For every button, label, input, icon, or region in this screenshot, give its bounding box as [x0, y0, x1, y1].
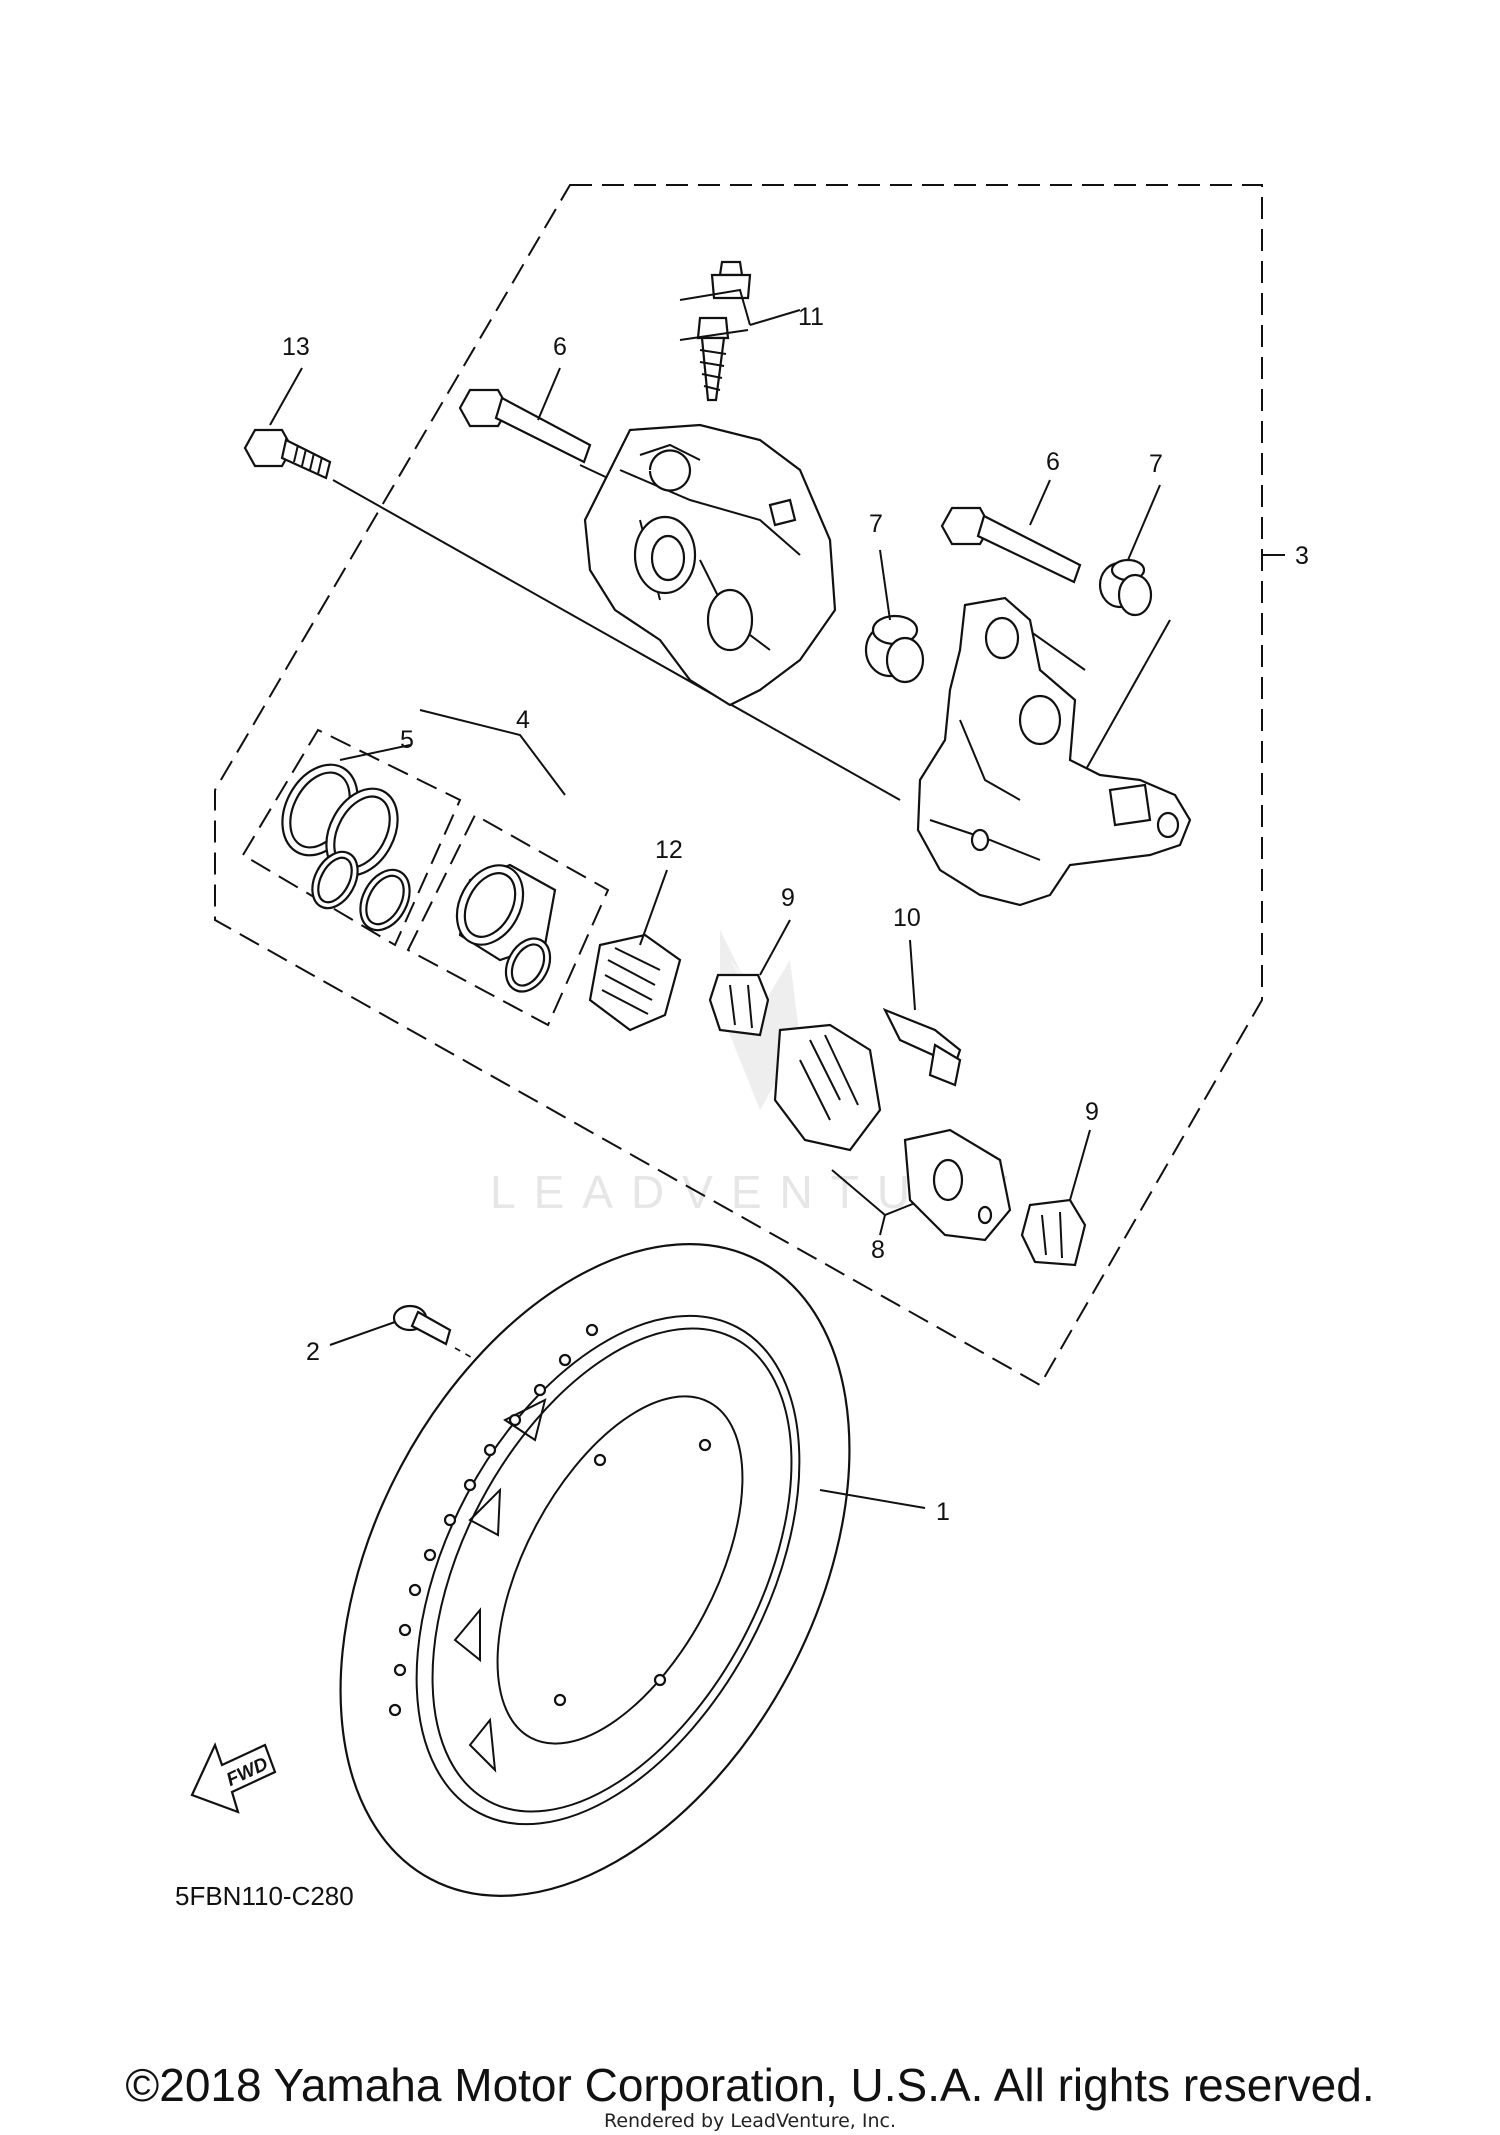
bolt-6-right [940, 506, 1082, 584]
bolt-6-left [458, 388, 592, 464]
pad-spring-12 [588, 933, 682, 1032]
pin-7-axis-line [1079, 619, 1171, 781]
callout-11: 11 [798, 303, 824, 331]
pistons-4 [455, 863, 557, 993]
callout-6-right: 6 [1046, 448, 1060, 476]
sleeve-7-right [1098, 558, 1153, 617]
copyright-notice: ©2018 Yamaha Motor Corporation, U.S.A. A… [125, 2059, 1375, 2111]
rendered-by-notice: Rendered by LeadVenture, Inc. [603, 2110, 897, 2132]
disc-bolt-2 [392, 1304, 452, 1346]
seal-rings-5 [281, 763, 411, 932]
callout-6-left: 6 [553, 333, 567, 361]
callout-13: 13 [282, 333, 310, 361]
callout-1: 1 [936, 1498, 950, 1526]
brake-disc-1 [339, 1243, 851, 1897]
brake-pads-8 [773, 1023, 1012, 1242]
caliper-bracket [916, 596, 1192, 907]
callout-2: 2 [306, 1338, 320, 1366]
caliper-body [583, 423, 837, 707]
callout-8: 8 [871, 1236, 885, 1264]
sleeve-7-left [864, 614, 925, 684]
diagram-code: 5FBN110-C280 [175, 1881, 354, 1911]
forward-arrow-icon: FWD [190, 1742, 277, 1814]
callouts: 1 2 3 4 5 6 6 7 7 8 9 9 10 11 12 13 [282, 303, 1309, 1526]
bleeder-screw-11 [696, 260, 752, 402]
callout-5: 5 [400, 726, 414, 754]
callout-3: 3 [1295, 542, 1309, 570]
callout-7-right: 7 [1149, 450, 1163, 478]
pad-clip-10 [882, 1007, 962, 1087]
bolt-13 [243, 428, 332, 480]
callout-7-left: 7 [869, 510, 883, 538]
callout-9-upper: 9 [781, 884, 795, 912]
piston-kit-boundary [406, 813, 610, 1027]
bolt-13-axis-line [332, 479, 901, 801]
seal-kit-boundary [241, 728, 462, 947]
leader-lines [269, 288, 1285, 1509]
callout-4: 4 [516, 706, 530, 734]
callout-10: 10 [893, 904, 921, 932]
callout-12: 12 [655, 836, 683, 864]
caliper-assembly-boundary [214, 184, 1263, 1387]
pad-shim-9-upper [708, 973, 770, 1037]
disc-holes [388, 1323, 712, 1717]
callout-9-lower: 9 [1085, 1098, 1099, 1126]
pad-shim-9-lower [1020, 1198, 1087, 1267]
